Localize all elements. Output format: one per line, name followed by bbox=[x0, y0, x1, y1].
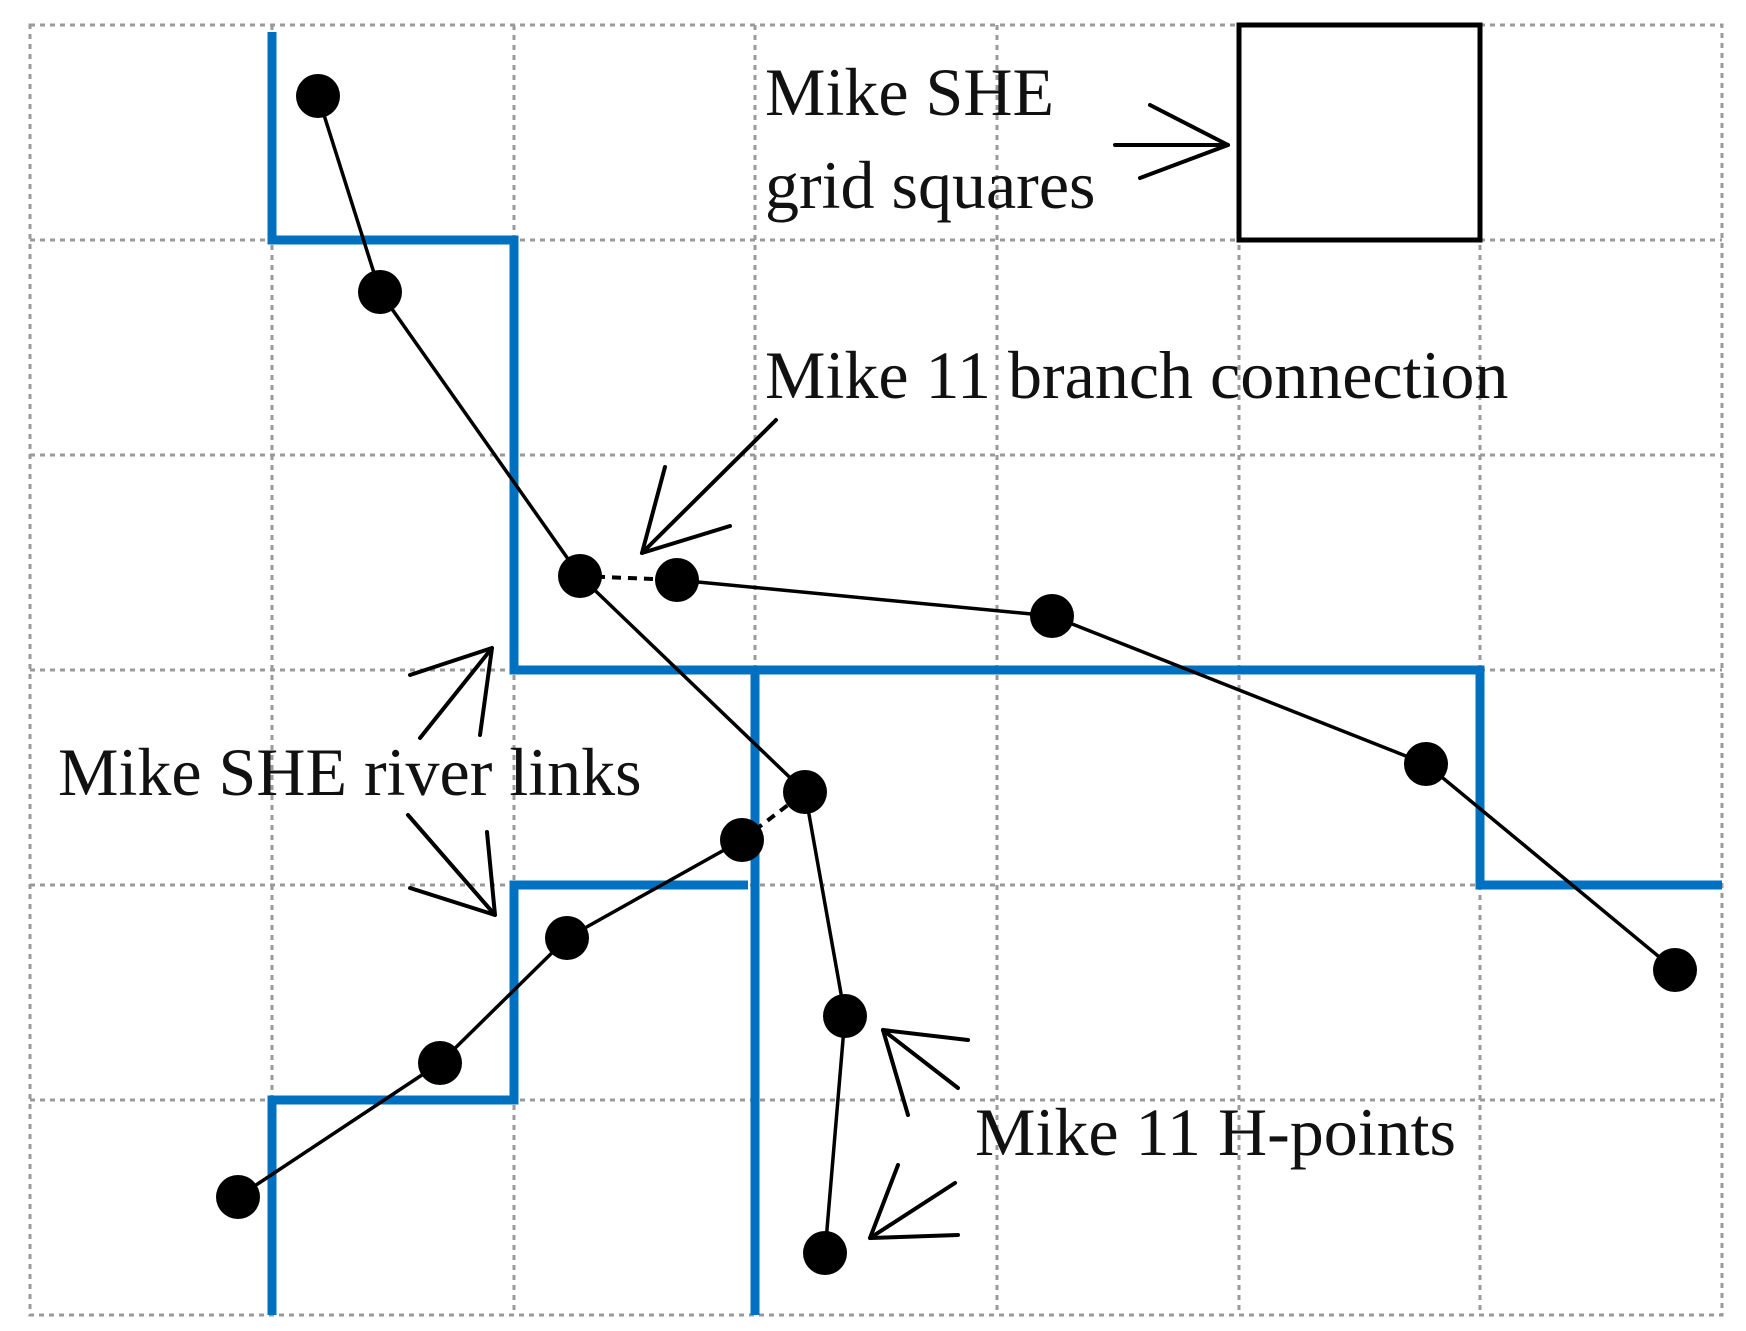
h-point bbox=[418, 1041, 462, 1085]
branch-east bbox=[676, 578, 1677, 972]
h-point bbox=[545, 916, 589, 960]
h-point bbox=[1404, 742, 1448, 786]
h-point bbox=[823, 994, 867, 1038]
branch-connection-label: Mike 11 branch connection bbox=[765, 337, 1508, 413]
grid-squares-arrow-icon bbox=[1113, 103, 1230, 180]
h-point bbox=[1030, 594, 1074, 638]
grid-squares-label-line2: grid squares bbox=[765, 147, 1095, 223]
river-link-east bbox=[755, 665, 1722, 890]
mike11-branches bbox=[237, 95, 1677, 1254]
h-point bbox=[216, 1175, 260, 1219]
annotation-labels: Mike SHE grid squares Mike 11 branch con… bbox=[58, 54, 1508, 1170]
h-points-upper-arrow-icon bbox=[881, 1028, 970, 1117]
h-points-lower-arrow-icon bbox=[868, 1163, 960, 1240]
h-point bbox=[720, 818, 764, 862]
h-points-label: Mike 11 H-points bbox=[975, 1094, 1456, 1170]
h-point bbox=[358, 270, 402, 314]
river-links bbox=[267, 32, 1722, 1315]
h-point bbox=[783, 770, 827, 814]
h-point bbox=[655, 558, 699, 602]
h-point bbox=[1653, 948, 1697, 992]
h-point bbox=[558, 554, 602, 598]
river-links-lower-arrow-icon bbox=[406, 813, 497, 917]
river-link-main-upper bbox=[267, 32, 760, 1315]
h-point bbox=[803, 1231, 847, 1275]
h-points bbox=[216, 74, 1697, 1275]
branch-southwest bbox=[237, 838, 743, 1199]
river-link-southwest bbox=[267, 880, 748, 1315]
river-links-label: Mike SHE river links bbox=[58, 734, 642, 810]
river-links-upper-arrow-icon bbox=[408, 646, 494, 740]
grid-square-legend bbox=[1236, 22, 1483, 243]
annotation-arrows bbox=[406, 103, 1230, 1240]
branch-connection-arrow-icon bbox=[640, 418, 778, 555]
grid-squares-label-line1: Mike SHE bbox=[765, 54, 1054, 130]
h-point bbox=[296, 74, 340, 118]
branch-main bbox=[316, 95, 847, 1254]
